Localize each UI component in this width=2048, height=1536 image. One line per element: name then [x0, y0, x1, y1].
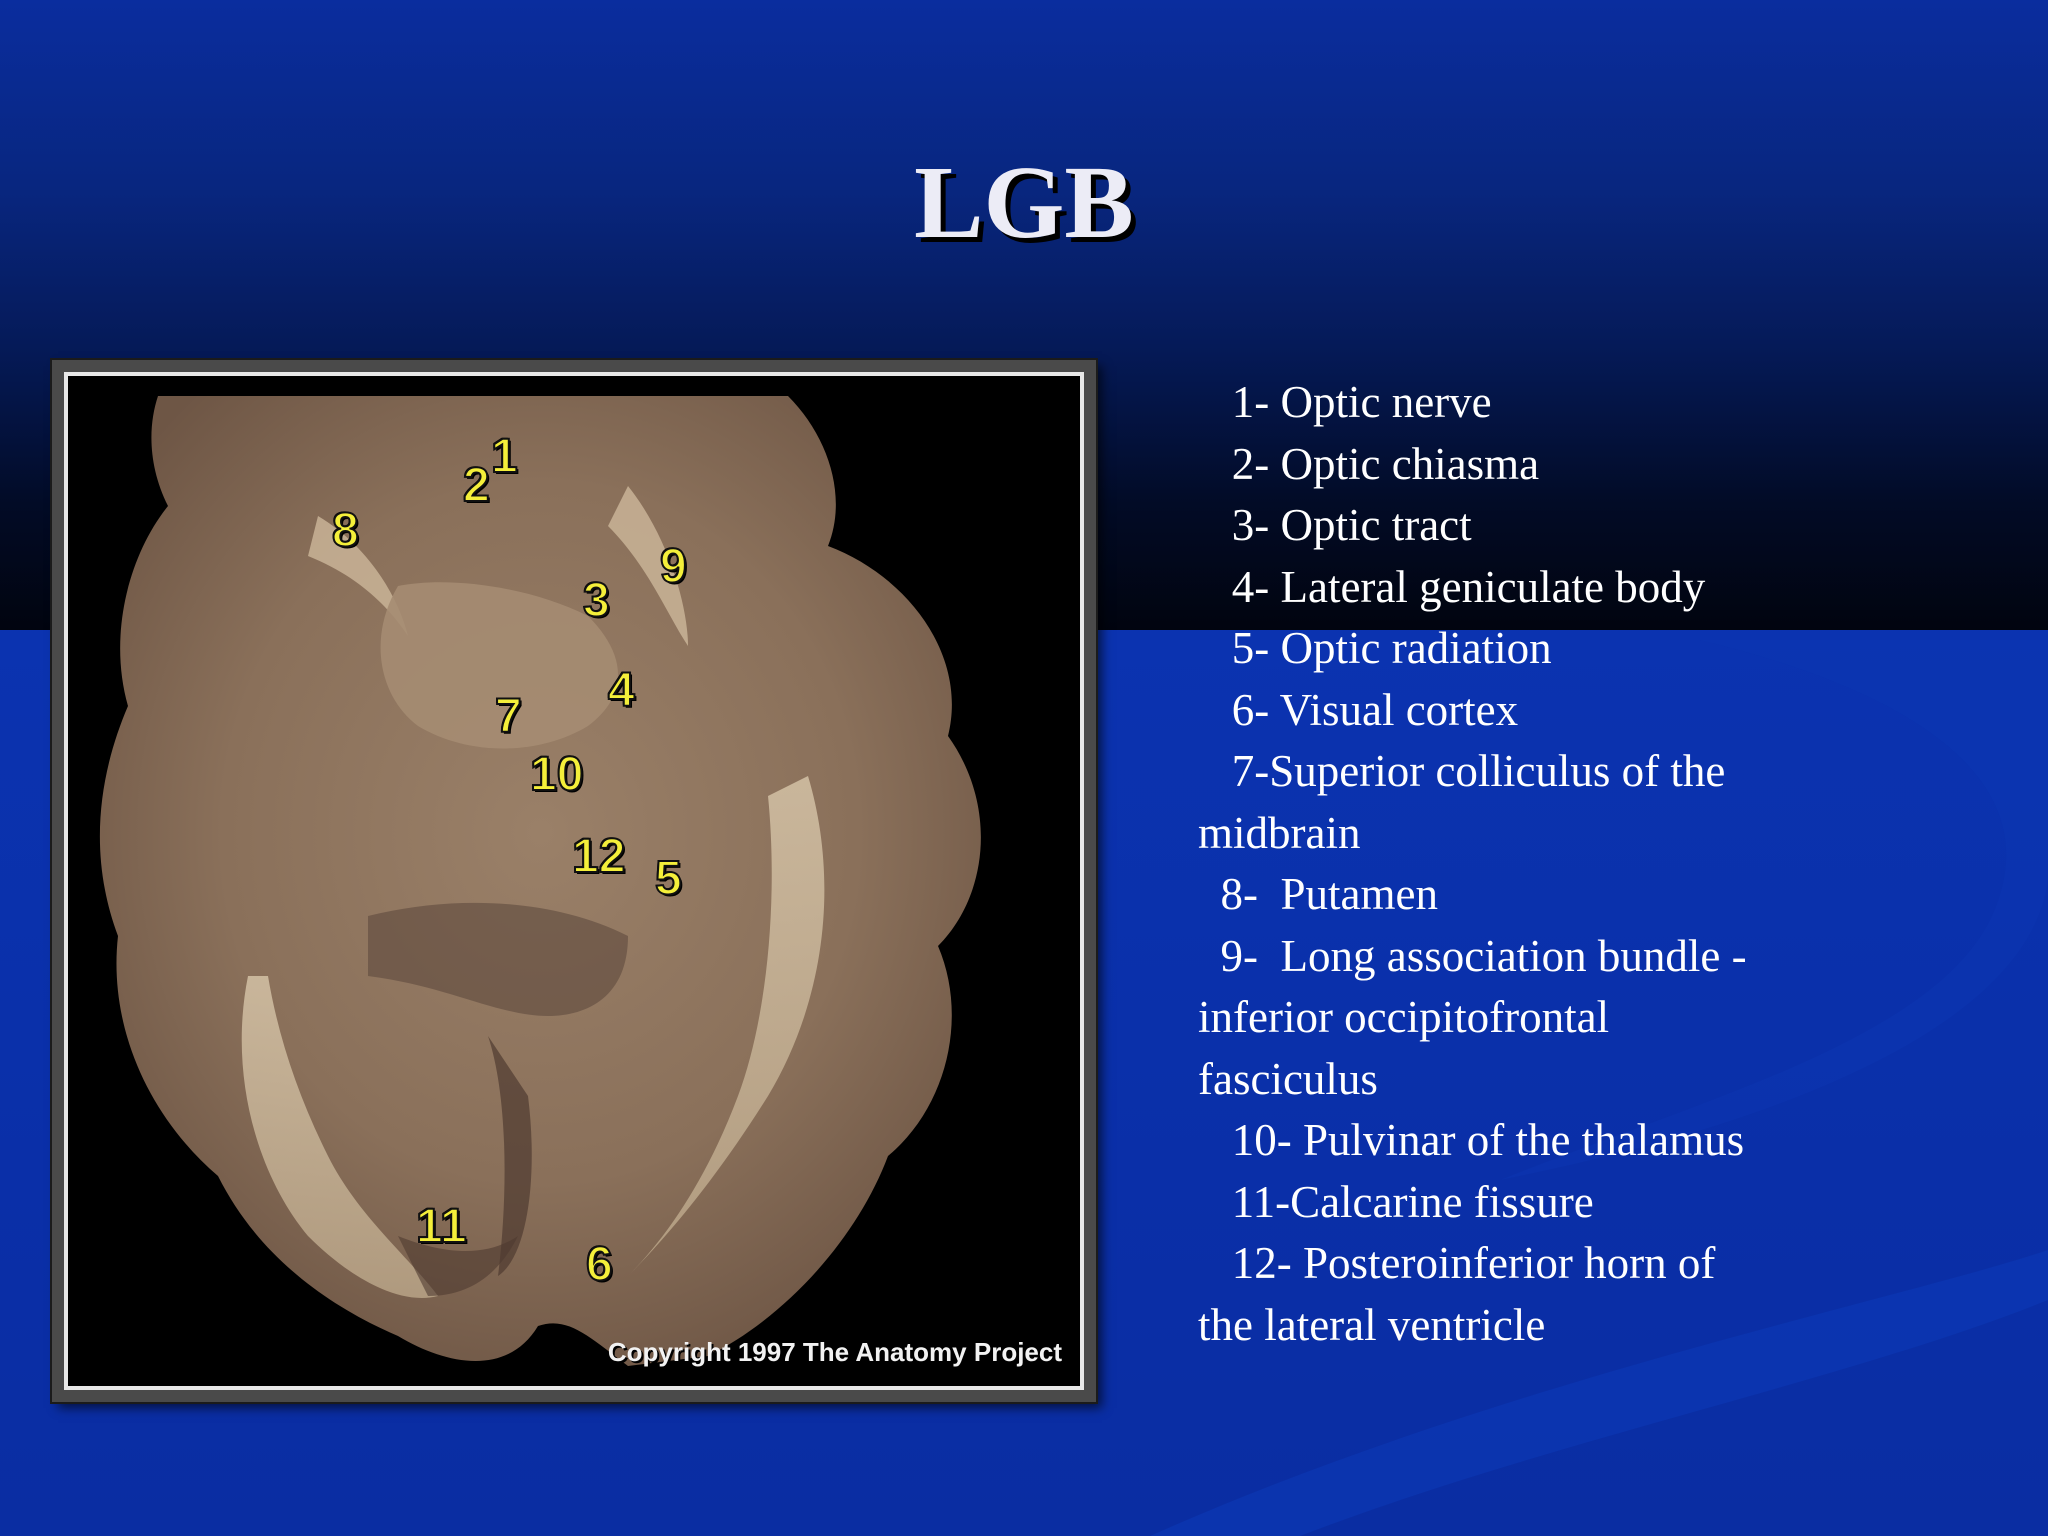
marker-4: 4 [607, 664, 636, 717]
legend-line: 5- Optic radiation [1198, 623, 1552, 673]
marker-1: 1 [490, 430, 519, 483]
legend-line: 3- Optic tract [1198, 500, 1472, 550]
legend-line: 6- Visual cortex [1198, 684, 1519, 735]
marker-5: 5 [654, 852, 683, 905]
legend-line: inferior occipitofrontal [1198, 992, 1610, 1042]
marker-9: 9 [659, 540, 688, 593]
legend-list: 1- Optic nerve 2- Optic chiasma 3- Optic… [1198, 372, 2018, 1356]
legend-line: fasciculus [1198, 1053, 1378, 1104]
legend-line: 4- Lateral geniculate body [1198, 561, 1706, 612]
marker-8: 8 [331, 504, 360, 557]
legend-line: 11-Calcarine fissure [1198, 1176, 1594, 1227]
marker-7: 7 [494, 690, 523, 743]
marker-6: 6 [585, 1238, 614, 1291]
legend-line: 12- Posteroinferior horn of [1198, 1238, 1716, 1288]
marker-12: 12 [571, 830, 626, 883]
legend-line: the lateral ventricle [1198, 1299, 1546, 1350]
figure-image: 1 2 3 4 5 6 7 8 9 10 11 12 Copyright 199… [64, 372, 1084, 1390]
slide-title: LGB [914, 145, 1134, 260]
legend-line: 8- Putamen [1198, 869, 1438, 919]
marker-2: 2 [462, 459, 491, 512]
marker-10: 10 [529, 748, 584, 801]
legend-line: 1- Optic nerve [1198, 377, 1492, 427]
brain-dissection-image [99, 396, 981, 1366]
legend-line: 9- Long association bundle - [1198, 930, 1747, 981]
copyright-text: Copyright 1997 The Anatomy Project [607, 1337, 1062, 1367]
legend-line: midbrain [1198, 807, 1361, 858]
legend-line: 10- Pulvinar of the thalamus [1198, 1115, 1745, 1165]
figure-frame: 1 2 3 4 5 6 7 8 9 10 11 12 Copyright 199… [52, 360, 1096, 1402]
marker-3: 3 [582, 574, 611, 627]
legend-line: 2- Optic chiasma [1198, 438, 1540, 489]
marker-11: 11 [415, 1200, 468, 1253]
legend-line: 7-Superior colliculus of the [1198, 746, 1726, 796]
